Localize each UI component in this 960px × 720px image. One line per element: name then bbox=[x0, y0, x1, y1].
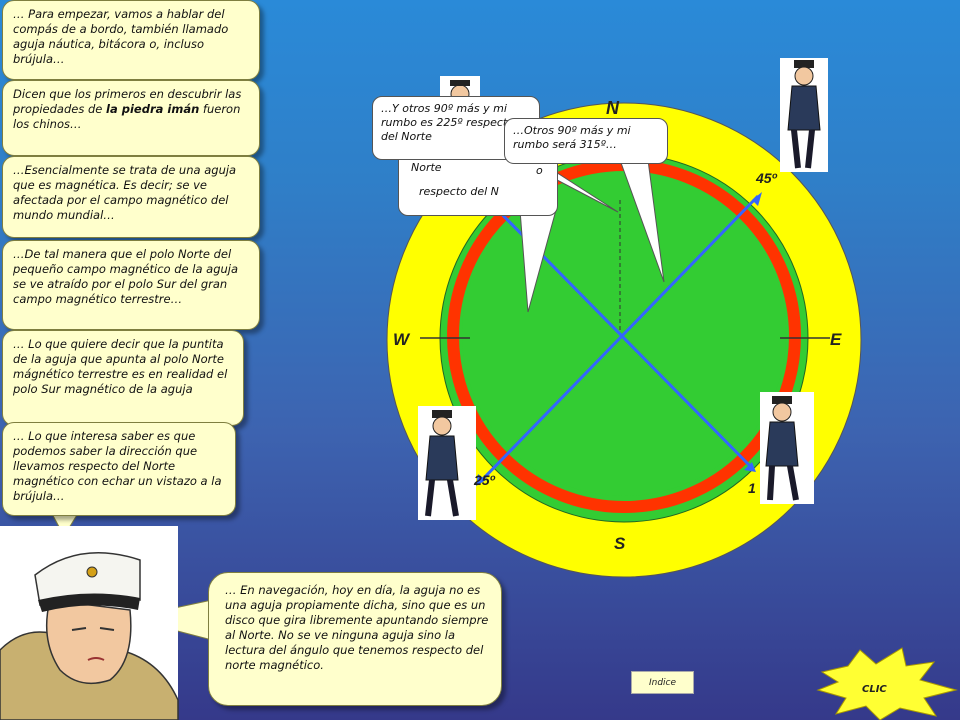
compass-west-label: W bbox=[393, 330, 410, 349]
heading-line-45-225 bbox=[478, 194, 760, 484]
captain-bubble-7: … En navegación, hoy en día, la aguja no… bbox=[208, 572, 502, 706]
sailor-figure-sw bbox=[418, 406, 476, 520]
compass-45-label: 45º bbox=[756, 170, 777, 186]
piedra-iman-bold: la piedra imán bbox=[106, 102, 200, 116]
heading-bubble-315: …Otros 90º más y mi rumbo será 315º… bbox=[504, 118, 668, 164]
arrow-135-head bbox=[744, 462, 756, 472]
captain-bubble-6: … Lo que interesa saber es que podemos s… bbox=[2, 422, 236, 516]
compass-east-label: E bbox=[830, 330, 842, 349]
captain-bubble-2: Dicen que los primeros en descubrir las … bbox=[2, 80, 260, 156]
compass-225-label: 25º bbox=[474, 472, 495, 488]
captain-portrait bbox=[0, 526, 179, 720]
hidden-heading-tail-text: o bbox=[536, 164, 543, 177]
arrow-225-head bbox=[476, 474, 486, 486]
captain-bubble-4: …De tal manera que el polo Norte del peq… bbox=[2, 240, 260, 330]
hidden-heading-line2: respecto del N bbox=[419, 185, 499, 198]
compass-135-label: 1 bbox=[748, 480, 756, 496]
sailor-figure-ne bbox=[780, 58, 828, 172]
captain-bubble-2-tail: fueron los chinos… bbox=[13, 102, 241, 131]
captain-bubble-5: … Lo que quiere decir que la puntita de … bbox=[2, 330, 244, 426]
arrow-45-head bbox=[752, 192, 762, 206]
compass-north-label: N bbox=[606, 98, 619, 118]
compass-south-label: S bbox=[614, 534, 626, 553]
captain-bubble-2-text: Dicen que los primeros en descubrir las … bbox=[13, 87, 242, 116]
captain-bubble-3: …Esencialmente se trata de una aguja que… bbox=[2, 156, 260, 238]
hidden-heading-line1: Norte bbox=[411, 161, 442, 174]
captain-bubble-1: … Para empezar, vamos a hablar del compá… bbox=[2, 0, 260, 80]
sailor-figure-se bbox=[760, 392, 814, 504]
clic-label[interactable]: CLIC bbox=[862, 684, 887, 695]
clic-starburst[interactable] bbox=[816, 647, 958, 720]
indice-link[interactable]: Indice bbox=[631, 671, 694, 694]
